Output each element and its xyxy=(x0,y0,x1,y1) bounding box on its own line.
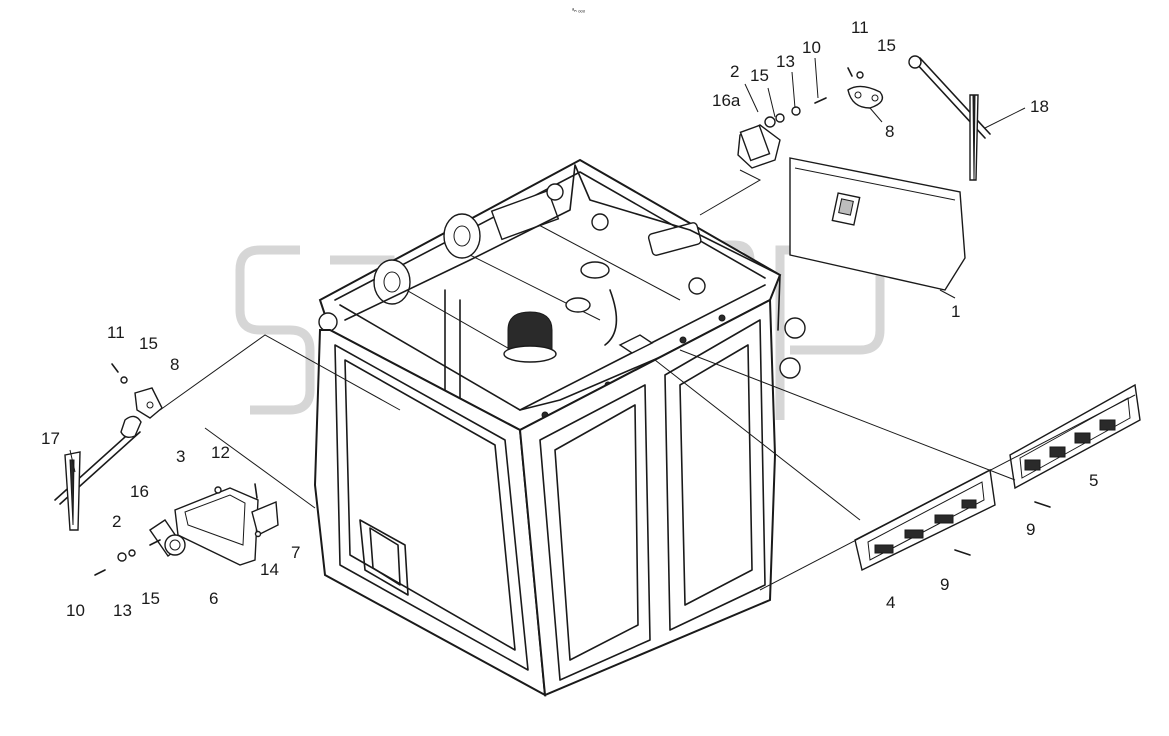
screws-9 xyxy=(954,501,1051,556)
callout-16: 16 xyxy=(130,482,149,501)
callout-8-top: 8 xyxy=(885,122,894,141)
callout-11-left: 11 xyxy=(107,323,125,342)
callout-1: 1 xyxy=(951,302,960,321)
callout-8-left: 8 xyxy=(170,355,179,374)
grille-5 xyxy=(1009,383,1141,490)
lamp-16 xyxy=(149,519,186,558)
wiper-arm-17 xyxy=(54,415,142,531)
bracket-7 xyxy=(214,483,279,538)
callout-17: 17 xyxy=(41,429,60,448)
callout-18: 18 xyxy=(1030,97,1049,116)
top-note: ᵃₙ ₒₒₒ xyxy=(572,8,586,14)
callout-9-right: 9 xyxy=(1026,520,1035,539)
callout-10-left: 10 xyxy=(66,601,85,620)
callout-3: 3 xyxy=(176,447,185,466)
callout-6: 6 xyxy=(209,589,218,608)
callout-9-mid: 9 xyxy=(940,575,949,594)
grille-4 xyxy=(854,468,996,572)
cover-panel-1 xyxy=(789,157,966,291)
callout-14: 14 xyxy=(260,560,279,579)
callout-2-left: 2 xyxy=(112,512,121,531)
callout-11-top: 11 xyxy=(851,18,869,37)
callout-13-top: 13 xyxy=(776,52,795,71)
callout-16a: 16a xyxy=(712,91,741,110)
callout-2-top: 2 xyxy=(730,62,739,81)
callout-15-left: 15 xyxy=(139,334,158,353)
callout-10-top: 10 xyxy=(802,38,821,57)
leader-lines xyxy=(69,57,1136,591)
bracket-8-top xyxy=(847,85,884,109)
callouts: 11 15 2 15 13 10 16a 8 18 1 11 15 8 17 3… xyxy=(41,18,1098,620)
callout-12: 12 xyxy=(211,443,230,462)
callout-15-top-b: 15 xyxy=(750,66,769,85)
motor-16a-assembly xyxy=(737,67,864,169)
bracket-8-left xyxy=(111,363,163,419)
cab-frame xyxy=(313,298,777,697)
callout-5: 5 xyxy=(1089,471,1098,490)
callout-13-left: 13 xyxy=(113,601,132,620)
callout-15-left-b: 15 xyxy=(141,589,160,608)
wiper-arm-18 xyxy=(908,55,991,181)
callout-7: 7 xyxy=(291,543,300,562)
callout-4: 4 xyxy=(886,593,895,612)
lamp-housing-6 xyxy=(174,487,259,566)
callout-15-top: 15 xyxy=(877,36,896,55)
fasteners-left xyxy=(94,549,136,576)
